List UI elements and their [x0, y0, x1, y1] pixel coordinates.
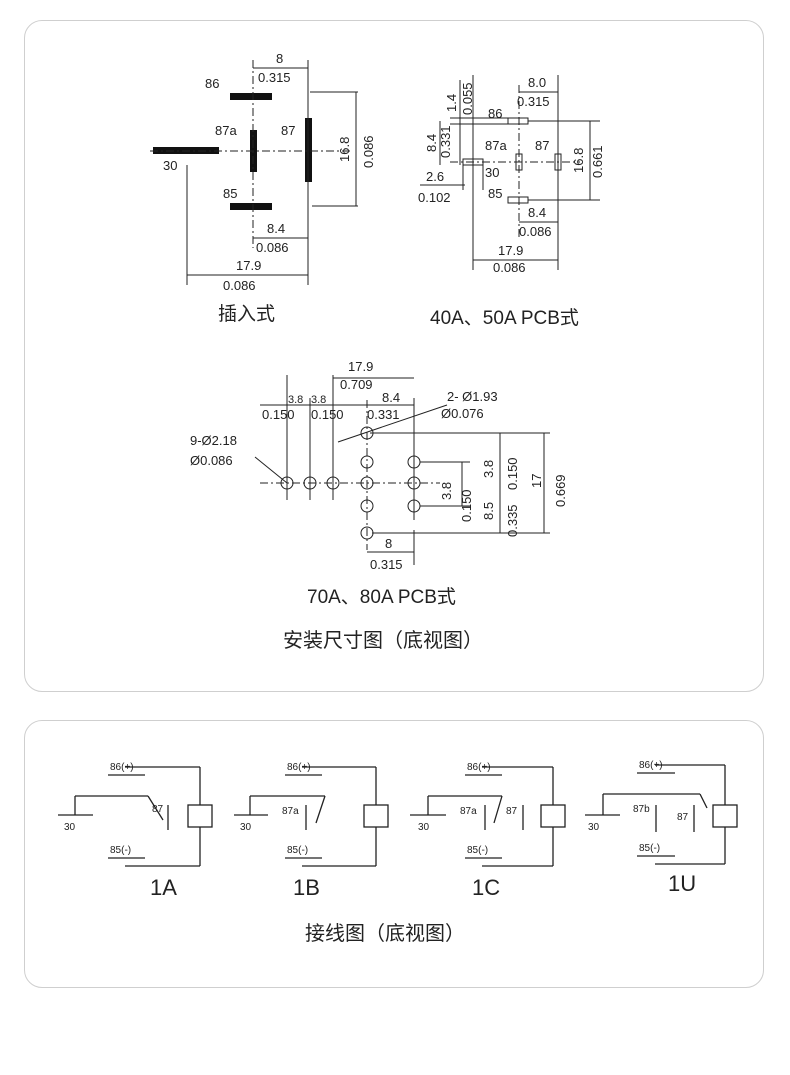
dim-label: 3.8: [481, 460, 496, 478]
dim-label: 9-Ø2.18: [190, 433, 237, 448]
terminal-label: 86(+): [467, 762, 491, 773]
dim-label: 8.4: [528, 205, 546, 220]
dim-label: 0.669: [553, 474, 568, 507]
dim-label: 0.055: [460, 82, 475, 115]
terminal-label: 86(+): [287, 762, 311, 773]
dim-label: 0.086: [361, 135, 376, 168]
pcb40-labels: 86 87a 87 30 85 1.4 0.055 8.0 0.315 8.4 …: [418, 75, 605, 329]
wiring-1u-labels: 86(+) 87b 87 30 85(-) 1U: [588, 760, 696, 896]
dim-label: 0.102: [418, 190, 451, 205]
pin-label: 86: [205, 76, 219, 91]
pin-label: 30: [485, 165, 499, 180]
dim-label: 8: [385, 536, 392, 551]
terminal-label: 30: [588, 822, 600, 833]
mounting-dimensions-panel: [24, 20, 764, 692]
dim-label: 0.315: [370, 557, 403, 572]
wiring-1a-labels: 86(+) 87 30 85(-) 1A: [64, 762, 177, 900]
dim-label: 0.086: [519, 224, 552, 239]
dim-label: 8.4: [267, 221, 285, 236]
dim-label: 0.150: [459, 489, 474, 522]
dim-label: 8.4: [424, 134, 439, 152]
pin-label: 85: [223, 186, 237, 201]
wiring-type-label: 1C: [472, 875, 500, 900]
pcb40-drawing: [420, 75, 600, 270]
pin-label: 87a: [485, 138, 507, 153]
dim-label: 3.8: [311, 394, 326, 406]
plugin-caption: 插入式: [218, 303, 275, 325]
dim-label: 0.150: [311, 407, 344, 422]
wiring-heading: 接线图（底视图）: [305, 922, 465, 945]
dim-label: 3.8: [439, 482, 454, 500]
terminal-label: 30: [64, 822, 76, 833]
terminal-label: 87a: [282, 806, 299, 817]
wiring-1c-labels: 86(+) 87a 87 30 85(-) 1C: [418, 762, 518, 900]
dim-label: 0.331: [438, 125, 453, 158]
terminal-label: 85(-): [287, 845, 308, 856]
terminal-label: 86(+): [110, 762, 134, 773]
pcb70-labels: 17.9 0.709 3.8 3.8 8.4 0.150 0.150 0.331…: [190, 359, 568, 608]
terminal-label: 85(-): [639, 843, 660, 854]
dim-label: 0.315: [517, 94, 550, 109]
wiring-diagram-panel: [24, 720, 764, 988]
terminal-label: 85(-): [110, 845, 131, 856]
dim-label: 8: [276, 51, 283, 66]
wiring-1b-labels: 86(+) 87a 30 85(-) 1B: [240, 762, 320, 900]
terminal-label: 30: [240, 822, 252, 833]
dim-label: 17.9: [498, 243, 523, 258]
dim-label: 8.4: [382, 390, 400, 405]
dim-label: 0.661: [590, 145, 605, 178]
terminal-label: 30: [418, 822, 430, 833]
dim-label: 16.8: [337, 137, 352, 162]
pin-label: 85: [488, 186, 502, 201]
dim-label: 0.086: [256, 240, 289, 255]
terminal-label: 87b: [633, 804, 650, 815]
wiring-type-label: 1A: [150, 875, 177, 900]
plugin-labels: 86 87a 87 30 85 8 0.315 16.8 0.086 8.4 0…: [163, 51, 376, 325]
pin-label: 86: [488, 106, 502, 121]
dim-label: 0.335: [505, 504, 520, 537]
dim-label: 0.315: [258, 70, 291, 85]
terminal-label: 85(-): [467, 845, 488, 856]
dim-label: 3.8: [288, 394, 303, 406]
dim-label: 2- Ø1.93: [447, 389, 498, 404]
dim-label: 0.150: [262, 407, 295, 422]
dim-label: Ø0.086: [190, 453, 233, 468]
wiring-type-label: 1U: [668, 871, 696, 896]
wiring-type-label: 1B: [293, 875, 320, 900]
pin-label: 30: [163, 158, 177, 173]
pin-label: 87: [281, 123, 295, 138]
terminal-label: 87: [506, 806, 518, 817]
mounting-dimensions-drawing: 86 87a 87 30 85 8 0.315 16.8 0.086 8.4 0…: [150, 51, 605, 652]
mounting-heading: 安装尺寸图（底视图）: [283, 629, 483, 652]
pcb70-drawing: [254, 375, 550, 565]
dim-label: 2.6: [426, 169, 444, 184]
pin-label: 87: [535, 138, 549, 153]
pin-label: 87a: [215, 123, 237, 138]
dim-label: 16.8: [571, 148, 586, 173]
dim-label: 8.5: [481, 502, 496, 520]
dim-label: 17: [529, 474, 544, 488]
dim-label: 0.086: [223, 278, 256, 293]
terminal-label: 87: [152, 804, 164, 815]
dim-label: 0.150: [505, 457, 520, 490]
terminal-label: 86(+): [639, 760, 663, 771]
dim-label: 1.4: [444, 94, 459, 112]
dim-label: 0.709: [340, 377, 373, 392]
plugin-drawing: [150, 60, 358, 285]
dim-label: 0.331: [367, 407, 400, 422]
terminal-label: 87a: [460, 806, 477, 817]
dim-label: 17.9: [236, 258, 261, 273]
dim-label: 17.9: [348, 359, 373, 374]
dim-label: 0.086: [493, 260, 526, 275]
terminal-label: 87: [677, 812, 689, 823]
dim-label: Ø0.076: [441, 406, 484, 421]
dim-label: 8.0: [528, 75, 546, 90]
pcb40-caption: 40A、50A PCB式: [430, 307, 579, 329]
pcb70-caption: 70A、80A PCB式: [307, 586, 456, 608]
